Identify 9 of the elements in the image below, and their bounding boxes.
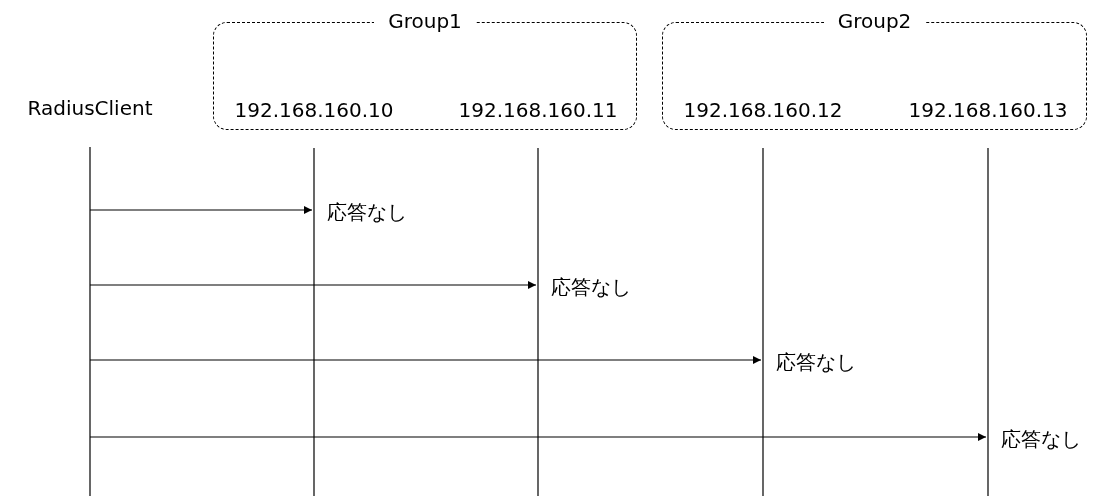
participant-label: RadiusClient: [26, 95, 154, 122]
participant-label: 192.168.160.11: [457, 97, 619, 124]
participant-label: 192.168.160.10: [233, 97, 395, 124]
participant-label: 192.168.160.12: [682, 97, 844, 124]
message-arrow: [89, 355, 762, 365]
message-arrow: [89, 280, 537, 290]
message-arrow: [89, 432, 987, 442]
participant-label: 192.168.160.13: [907, 97, 1069, 124]
message-arrow: [89, 205, 313, 215]
